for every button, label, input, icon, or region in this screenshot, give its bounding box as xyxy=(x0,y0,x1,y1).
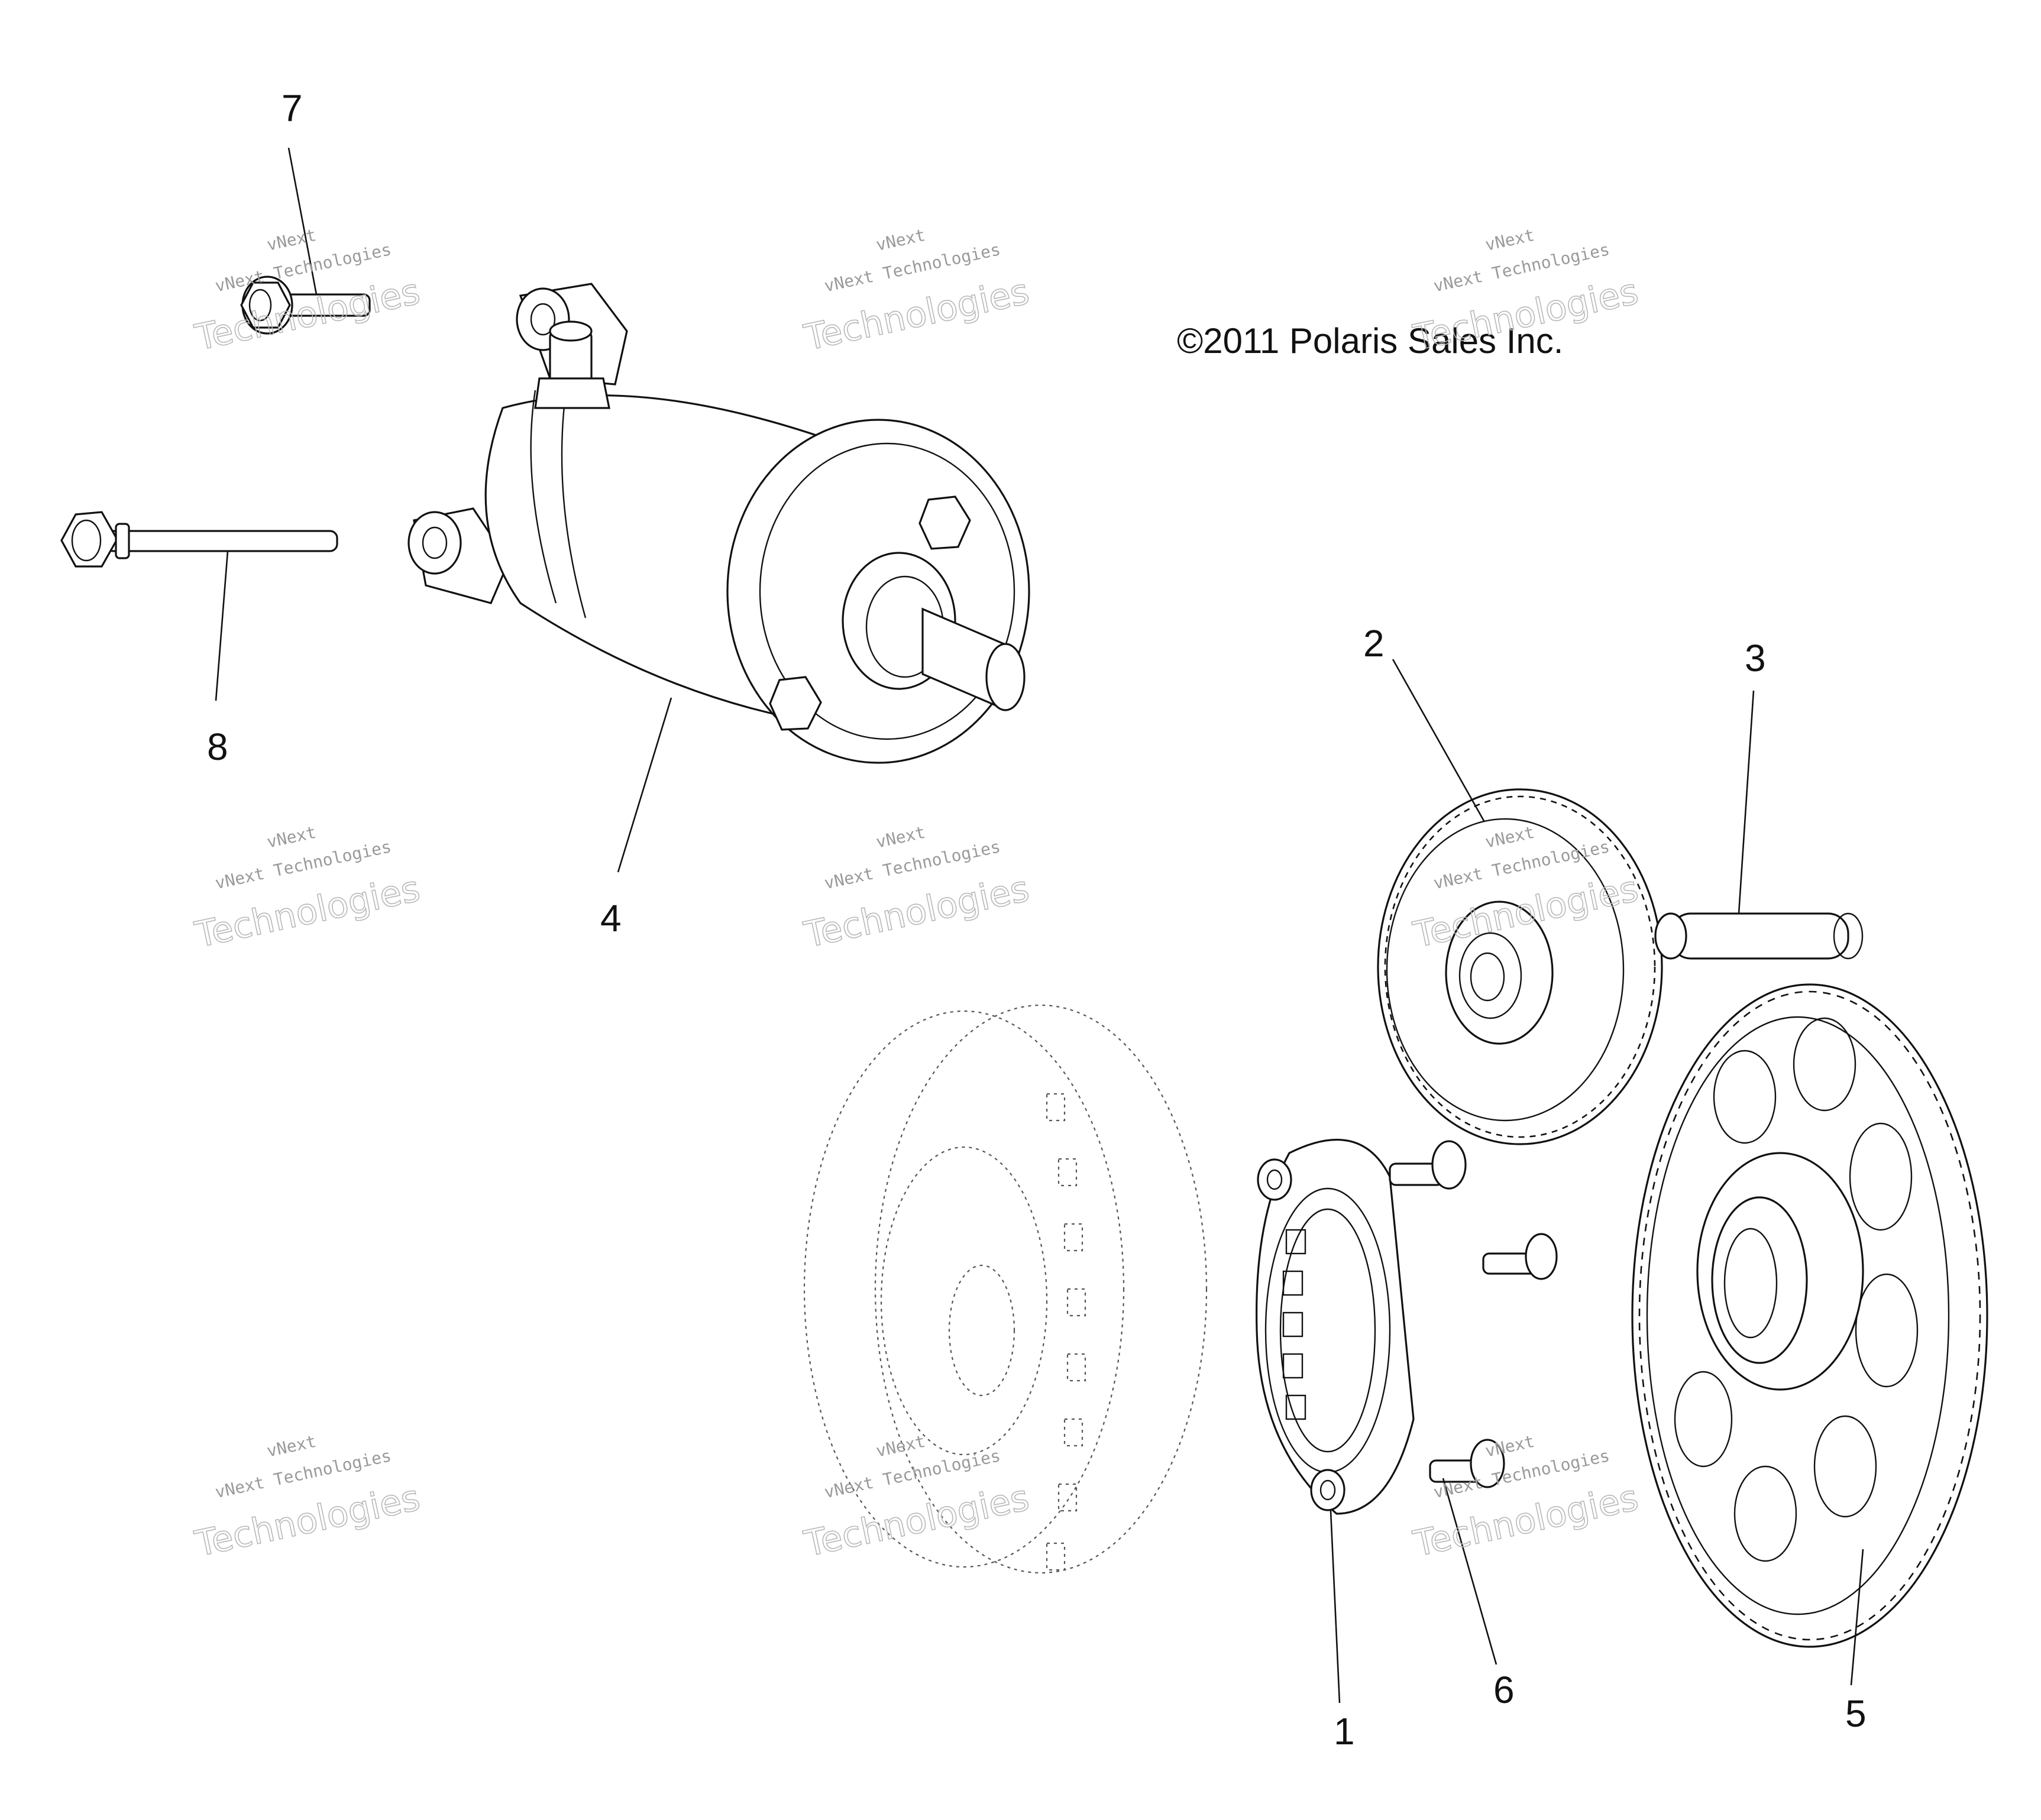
part-7-flange-bolt xyxy=(240,276,371,335)
part-5-starter-driven-gear xyxy=(1631,983,1988,1648)
watermark-7: vNext vNext Technologies Technologies xyxy=(191,1432,424,1566)
callout-6: 6 xyxy=(1493,1669,1515,1711)
svg-text:vNext: vNext xyxy=(1483,225,1536,255)
svg-text:vNext: vNext xyxy=(874,1432,927,1461)
callout-7: 7 xyxy=(282,87,303,129)
callout-3: 3 xyxy=(1745,637,1766,679)
callout-8: 8 xyxy=(207,726,228,768)
svg-text:vNext: vNext xyxy=(265,1432,318,1461)
callout-5: 5 xyxy=(1845,1692,1867,1735)
watermark-9: vNext vNext Technologies Technologies xyxy=(1409,1432,1642,1566)
watermark-1: vNext vNext Technologies Technologies xyxy=(191,225,424,360)
part-8-long-bolt xyxy=(60,511,338,568)
leader-lines xyxy=(215,147,1864,1704)
watermark-2: vNext vNext Technologies Technologies xyxy=(800,225,1033,360)
watermark-5: vNext vNext Technologies Technologies xyxy=(800,822,1033,957)
svg-text:vNext: vNext xyxy=(874,225,927,255)
phantom-flywheel xyxy=(803,1004,1208,1574)
part-6-socket-screws xyxy=(1389,1140,1558,1488)
part-2-idler-gear xyxy=(1377,788,1663,1145)
svg-text:vNext: vNext xyxy=(265,822,318,852)
copyright-text: ©2011 Polaris Sales Inc. xyxy=(1177,321,1563,361)
part-3-shaft-pin xyxy=(1654,912,1864,960)
callout-4: 4 xyxy=(600,897,622,940)
watermark-4: vNext vNext Technologies Technologies xyxy=(191,822,424,957)
callout-2: 2 xyxy=(1363,622,1385,665)
part-4-starter-motor xyxy=(407,283,1030,764)
watermark-3: vNext vNext Technologies Technologies xyxy=(1409,225,1642,360)
svg-text:vNext: vNext xyxy=(265,225,318,255)
svg-text:vNext: vNext xyxy=(1483,1432,1536,1461)
watermark-8: vNext vNext Technologies Technologies xyxy=(800,1432,1033,1566)
svg-text:vNext: vNext xyxy=(874,822,927,852)
callout-1: 1 xyxy=(1334,1710,1355,1753)
part-1-starter-clutch xyxy=(1256,1139,1415,1515)
